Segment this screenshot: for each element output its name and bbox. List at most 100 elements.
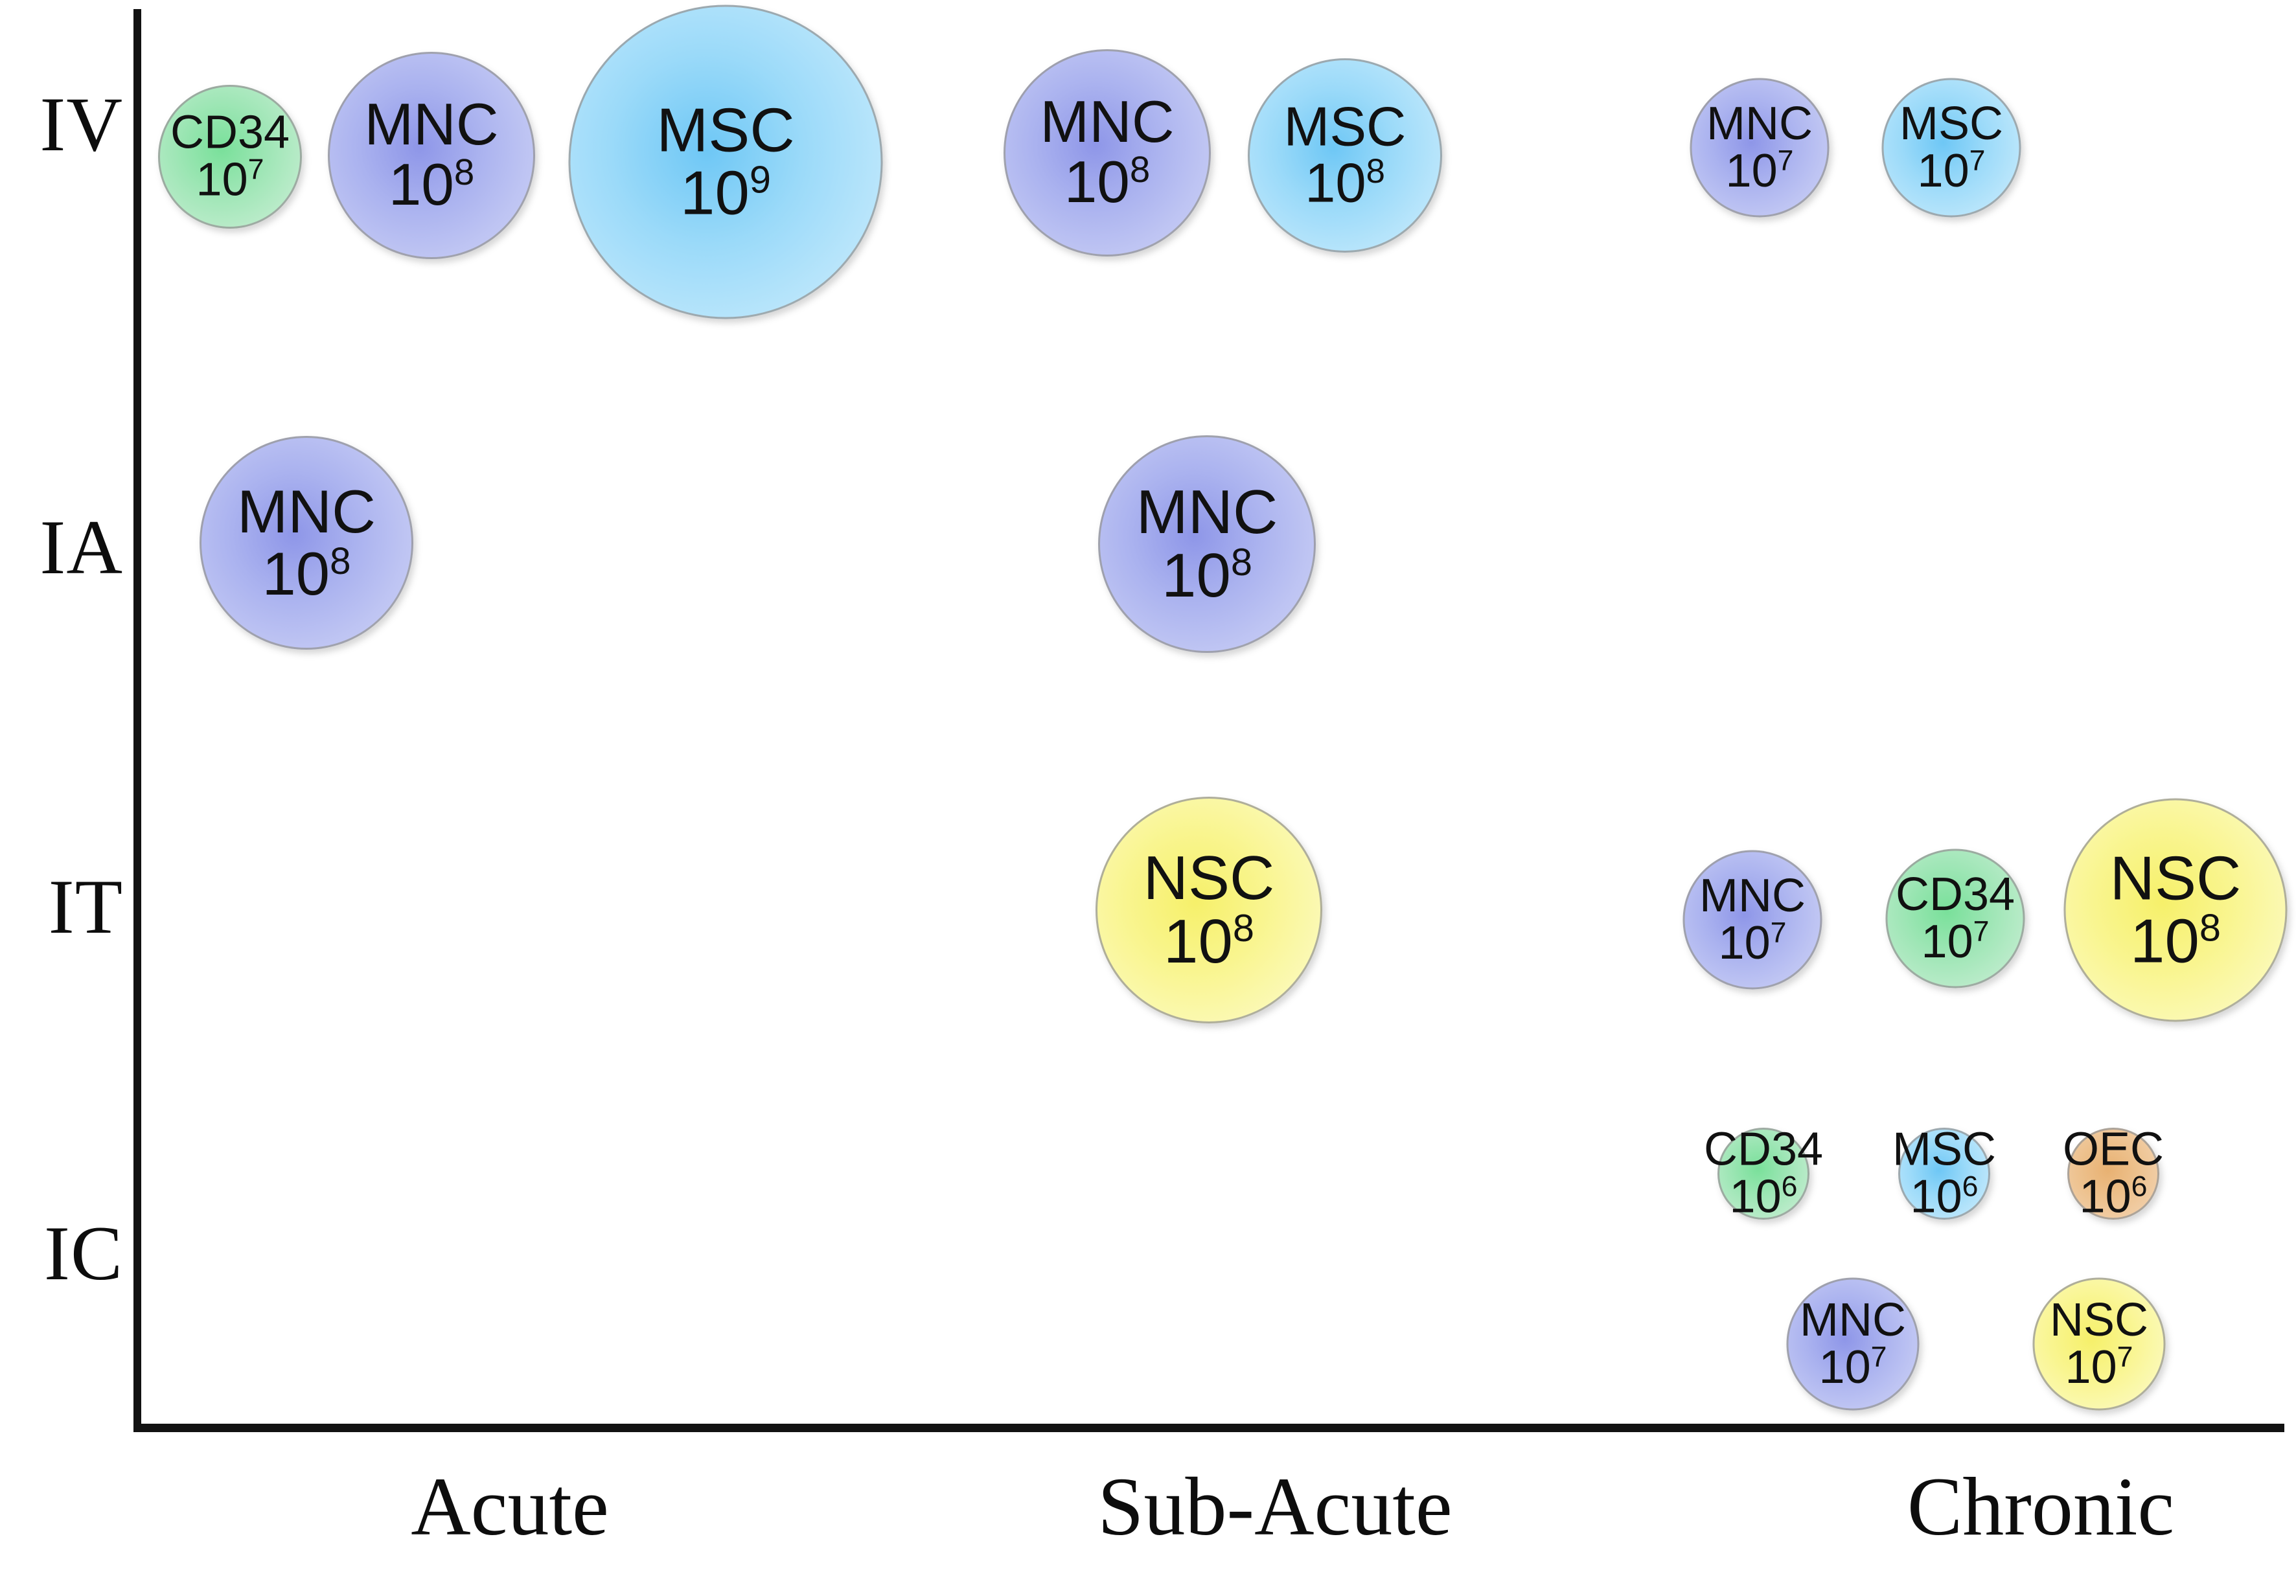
- bubble-dose-mantissa: 10: [2065, 1341, 2117, 1393]
- bubble-cell-type: MNC: [236, 477, 376, 546]
- bubble-dose-exponent: 8: [1232, 906, 1254, 950]
- bubble-cell-type: MSC: [1900, 97, 2003, 150]
- bubble-dose: 107: [170, 154, 290, 204]
- bubble-dose-mantissa: 10: [388, 152, 454, 218]
- bubble-dose: 107: [1706, 145, 1813, 197]
- x-axis-label-chronic: Chronic: [1907, 1461, 2175, 1553]
- bubble-cell-type: MNC: [1040, 89, 1175, 155]
- y-axis-label-it: IT: [48, 863, 123, 950]
- bubble-cell-type: MSC: [1283, 96, 1406, 158]
- bubble-cell-type: MNC: [1699, 869, 1806, 922]
- bubble-cell-type: CD34: [1895, 868, 2015, 920]
- bubble-dose-exponent: 7: [1969, 145, 1986, 177]
- bubble-dose-exponent: 7: [1973, 916, 1990, 948]
- bubble-dose-exponent: 8: [2199, 906, 2221, 950]
- bubble-dose-mantissa: 10: [262, 540, 330, 608]
- x-axis-label-sub-acute: Sub-Acute: [1097, 1461, 1452, 1553]
- bubble-dose: 107: [1800, 1341, 1906, 1393]
- bubble-dose-exponent: 7: [1870, 1341, 1887, 1373]
- bubble-dose-exponent: 7: [247, 154, 264, 186]
- bubble-dose: 106: [1704, 1171, 1823, 1223]
- bubble-dose-exponent: 8: [453, 151, 475, 192]
- bubble-dose: 107: [1699, 917, 1806, 969]
- x-axis-line: [133, 1424, 2284, 1432]
- bubble-cell-type: NSC: [1143, 843, 1275, 913]
- bubble-cell-type: CD34: [1703, 1123, 1824, 1176]
- bubble-dose-mantissa: 10: [1729, 1171, 1782, 1223]
- bubble-dose-mantissa: 10: [1921, 916, 1973, 968]
- bubble-cell-type: MSC: [656, 95, 795, 165]
- bubble-dose: 109: [656, 161, 794, 225]
- bubble-cell-type: OEC: [2062, 1123, 2164, 1176]
- y-axis-label-iv: IV: [40, 81, 123, 167]
- bubble-dose-exponent: 6: [1781, 1171, 1798, 1203]
- bubble-cell-type: CD34: [170, 106, 290, 159]
- bubble-dose-mantissa: 10: [1064, 150, 1130, 215]
- bubble-cell-type: MSC: [1892, 1123, 1996, 1176]
- bubble-dose-exponent: 7: [1770, 917, 1787, 949]
- bubble-cell-type: MNC: [364, 92, 499, 158]
- bubble-dose-mantissa: 10: [1718, 917, 1771, 969]
- bubble-dose: 107: [2050, 1341, 2148, 1393]
- bubble-dose-mantissa: 10: [1725, 145, 1778, 197]
- bubble-dose: 108: [2110, 909, 2242, 974]
- bubble-dose-exponent: 8: [1129, 148, 1151, 190]
- bubble-dose-exponent: 7: [1777, 145, 1794, 177]
- bubble-dose-mantissa: 10: [1305, 152, 1366, 214]
- bubble-dose: 107: [1896, 916, 2015, 968]
- bubble-dose: 106: [2063, 1171, 2164, 1221]
- bubble-dose: 108: [364, 151, 498, 218]
- bubble-cell-type: NSC: [2109, 843, 2242, 913]
- bubble-dose: 108: [1040, 150, 1174, 215]
- bubble-dose: 108: [1136, 541, 1278, 610]
- bubble-dose-mantissa: 10: [1910, 1171, 1962, 1223]
- bubble-cell-type: MNC: [1136, 477, 1278, 547]
- bubble-dose-mantissa: 10: [1164, 907, 1233, 976]
- y-axis-label-ic: IC: [44, 1210, 123, 1296]
- bubble-dose-mantissa: 10: [1819, 1341, 1871, 1393]
- bubble-cell-type: NSC: [2049, 1294, 2149, 1346]
- x-axis-label-acute: Acute: [411, 1461, 609, 1553]
- bubble-cell-type: MNC: [1706, 97, 1813, 150]
- bubble-dose-exponent: 6: [2131, 1171, 2148, 1203]
- bubble-dose-mantissa: 10: [1917, 145, 1969, 197]
- bubble-dose-mantissa: 10: [1162, 541, 1231, 610]
- bubble-dose-exponent: 6: [1962, 1171, 1979, 1203]
- bubble-dose: 107: [1900, 145, 2003, 197]
- bubble-dose-exponent: 7: [2117, 1341, 2133, 1373]
